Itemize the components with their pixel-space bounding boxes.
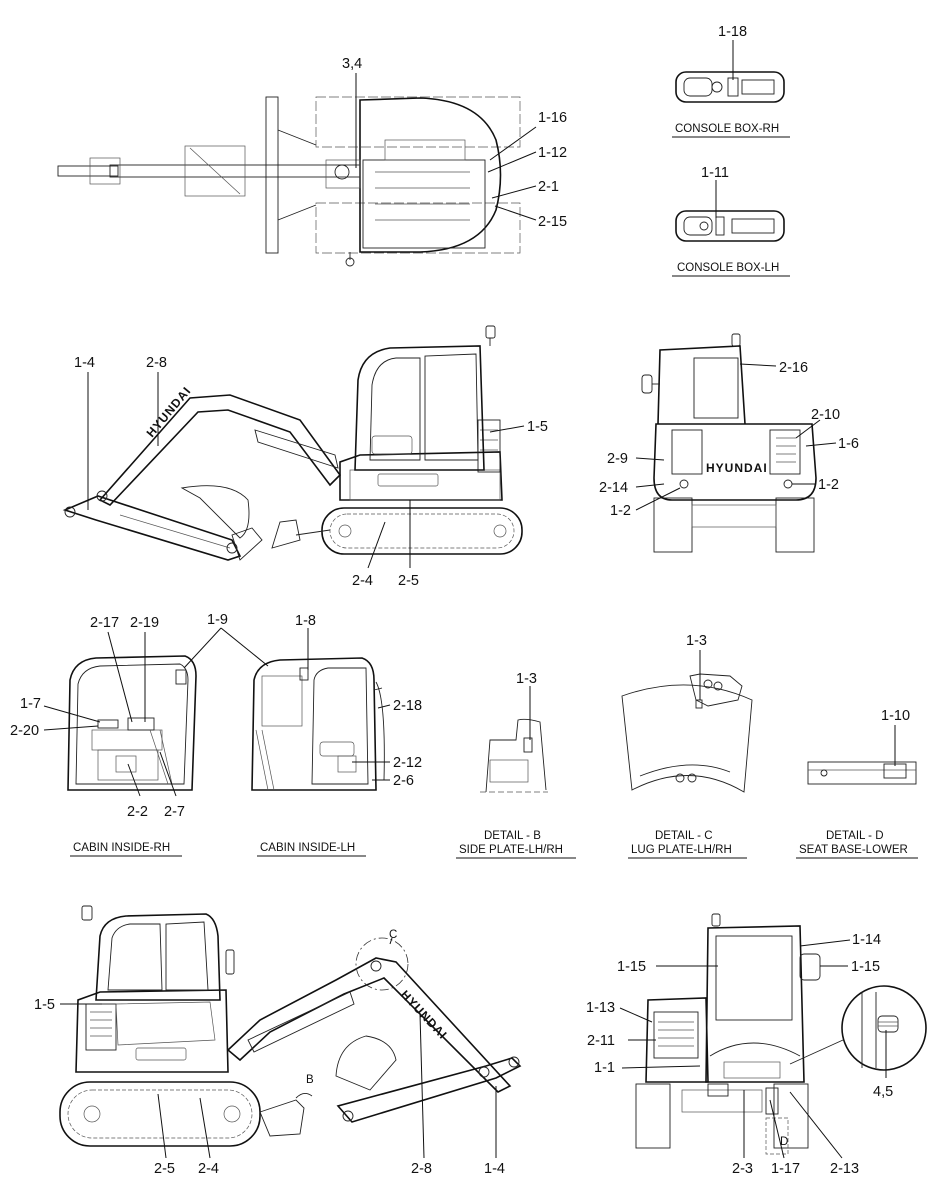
- console-box-rh-drawing: [675, 40, 785, 103]
- callout-4-5: 4,5: [873, 1084, 893, 1100]
- callout-1-13: 1-13: [586, 1000, 615, 1016]
- callout-2-11: 2-11: [587, 1033, 615, 1049]
- callout-2-6: 2-6: [393, 773, 414, 789]
- rear-view-leaders: [635, 363, 837, 511]
- callout-2-8-rh: 2-8: [411, 1161, 432, 1177]
- callout-1-3-detail-b: 1-3: [516, 671, 537, 687]
- callout-2-17: 2-17: [90, 615, 119, 631]
- top-view: [57, 96, 521, 267]
- marker-detail-c: C: [389, 929, 397, 941]
- callout-2-12: 2-12: [393, 755, 422, 771]
- callout-2-5-rh: 2-5: [154, 1161, 175, 1177]
- rear-view: HYUNDAI: [641, 333, 817, 553]
- side-view-lh-leaders: [87, 372, 525, 569]
- callout-1-5: 1-5: [527, 419, 548, 435]
- callout-1-14: 1-14: [852, 932, 881, 948]
- cabin-inside-lh-leaders: [307, 628, 391, 781]
- front-view: [635, 913, 927, 1155]
- callout-2-20: 2-20: [10, 723, 39, 739]
- callout-1-5-rh: 1-5: [34, 997, 55, 1013]
- callout-1-1: 1-1: [594, 1060, 615, 1076]
- boom-brand-decal-rh: HYUNDAI: [398, 987, 450, 1042]
- caption-detail-c-line1: DETAIL - C: [655, 830, 713, 842]
- callout-2-8: 2-8: [146, 355, 167, 371]
- callout-1-17: 1-17: [771, 1161, 800, 1177]
- cabin-inside-rh: [67, 655, 197, 791]
- callout-1-9: 1-9: [207, 612, 228, 628]
- console-box-lh-drawing: [675, 180, 785, 242]
- callout-1-11: 1-11: [701, 165, 729, 181]
- callout-1-8: 1-8: [295, 613, 316, 629]
- detail-c-drawing: [621, 650, 753, 793]
- callout-1-4-rh: 1-4: [484, 1161, 505, 1177]
- caption-console-box-lh: CONSOLE BOX-LH: [677, 262, 779, 274]
- side-view-rh: HYUNDAI: [59, 905, 522, 1147]
- callout-1-3-detail-c: 1-3: [686, 633, 707, 649]
- top-view-leaders: [355, 73, 537, 221]
- callout-2-7: 2-7: [164, 804, 185, 820]
- callout-2-16: 2-16: [779, 360, 808, 376]
- callout-2-19: 2-19: [130, 615, 159, 631]
- callout-2-4: 2-4: [352, 573, 373, 589]
- boom-brand-decal-lh: HYUNDAI: [144, 384, 194, 440]
- cabin-inside-lh: [251, 657, 385, 791]
- caption-console-box-rh: CONSOLE BOX-RH: [675, 123, 779, 135]
- callout-1-15-left: 1-15: [617, 959, 646, 975]
- detail-b-drawing: [480, 686, 548, 793]
- caption-cabin-inside-rh: CABIN INSIDE-RH: [73, 842, 170, 854]
- callout-1-12: 1-12: [538, 145, 567, 161]
- callout-1-2-right: 1-2: [818, 477, 839, 493]
- callout-1-10: 1-10: [881, 708, 910, 724]
- callout-2-18: 2-18: [393, 698, 422, 714]
- side-view-lh: HYUNDAI: [62, 325, 523, 561]
- caption-detail-b-line2: SIDE PLATE-LH/RH: [459, 844, 563, 856]
- callout-2-10: 2-10: [811, 407, 840, 423]
- caption-detail-c-line2: LUG PLATE-LH/RH: [631, 844, 732, 856]
- callout-1-15-right: 1-15: [851, 959, 880, 975]
- callout-1-7: 1-7: [20, 696, 41, 712]
- callout-2-1: 2-1: [538, 179, 559, 195]
- callout-2-3: 2-3: [732, 1161, 753, 1177]
- callout-2-14: 2-14: [599, 480, 628, 496]
- callout-1-2-left: 1-2: [610, 503, 631, 519]
- caption-detail-b-line1: DETAIL - B: [484, 830, 541, 842]
- rear-brand-decal: HYUNDAI: [706, 461, 768, 475]
- callout-2-4-rh: 2-4: [198, 1161, 219, 1177]
- marker-detail-d: D: [780, 1136, 788, 1148]
- callout-1-18: 1-18: [718, 24, 747, 40]
- marker-detail-b: B: [306, 1074, 314, 1086]
- caption-detail-d-line1: DETAIL - D: [826, 830, 884, 842]
- callout-2-15: 2-15: [538, 214, 567, 230]
- callout-3-4: 3,4: [342, 56, 362, 72]
- callout-2-5: 2-5: [398, 573, 419, 589]
- callout-2-9: 2-9: [607, 451, 628, 467]
- callout-1-4: 1-4: [74, 355, 95, 371]
- caption-cabin-inside-lh: CABIN INSIDE-LH: [260, 842, 355, 854]
- callout-1-16: 1-16: [538, 110, 567, 126]
- front-view-leaders: [619, 939, 887, 1159]
- detail-d-drawing: [807, 725, 917, 785]
- cabin-inside-rh-leaders: [43, 627, 269, 797]
- caption-detail-d-line2: SEAT BASE-LOWER: [799, 844, 908, 856]
- callout-2-2: 2-2: [127, 804, 148, 820]
- callout-1-6: 1-6: [838, 436, 859, 452]
- callout-2-13: 2-13: [830, 1161, 859, 1177]
- side-view-rh-leaders: [60, 937, 497, 1159]
